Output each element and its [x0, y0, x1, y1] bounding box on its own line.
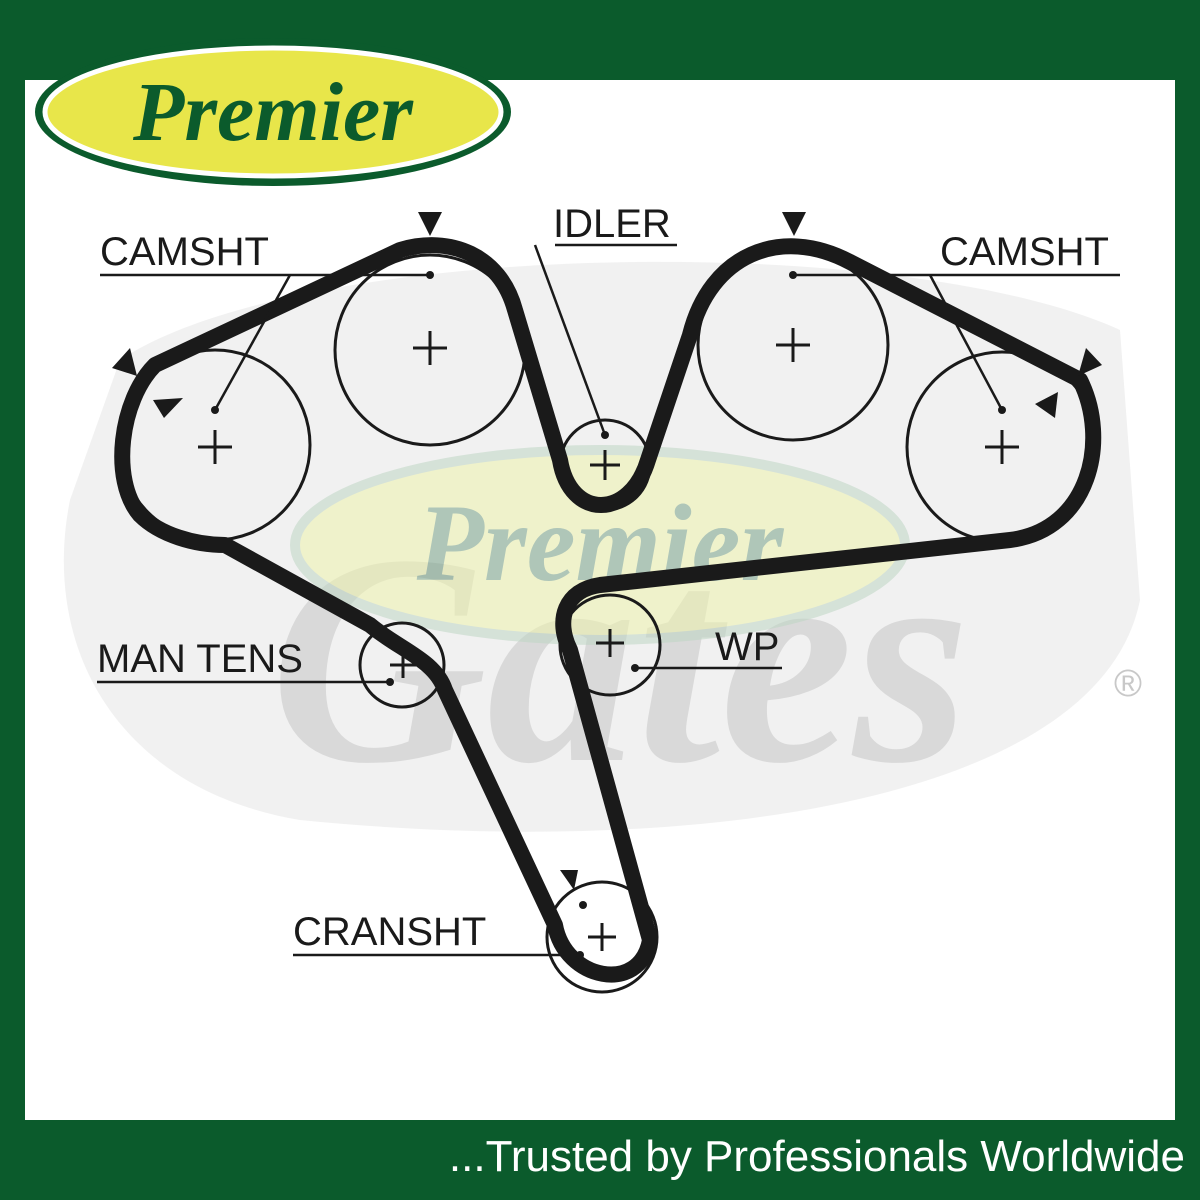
timing-mark-right-cam-top: [782, 212, 806, 236]
timing-mark-right-outer-out: [1078, 348, 1102, 376]
label-manual-tensioner: MAN TENS: [97, 637, 303, 681]
pulley-center-markers: [198, 328, 1019, 951]
label-idler: IDLER: [553, 202, 671, 246]
premier-watermark: Premier: [290, 445, 910, 645]
leader-dots: [211, 271, 1006, 959]
premier-logo: Premier: [35, 38, 511, 186]
label-crankshaft: CRANSHT: [293, 910, 486, 954]
footer-tagline: ...Trusted by Professionals Worldwide: [448, 1132, 1185, 1181]
label-water-pump: WP: [715, 625, 779, 669]
timing-belt: [114, 237, 1102, 983]
premier-logo-text: Premier: [132, 66, 414, 159]
registered-mark: ®: [1114, 663, 1142, 705]
timing-mark-right-outer-in: [1035, 392, 1058, 418]
label-camshaft-left: CAMSHT: [100, 230, 269, 274]
timing-mark-left-cam-top: [418, 212, 442, 236]
timing-mark-left-outer-in: [153, 398, 183, 418]
leader-lines: [97, 243, 1120, 957]
manual-tensioner-pulley: [358, 621, 446, 709]
timing-marks: [112, 212, 1102, 890]
timing-mark-crankshaft: [560, 870, 578, 890]
label-camshaft-right: CAMSHT: [940, 230, 1109, 274]
timing-mark-left-outer-out: [112, 348, 137, 376]
